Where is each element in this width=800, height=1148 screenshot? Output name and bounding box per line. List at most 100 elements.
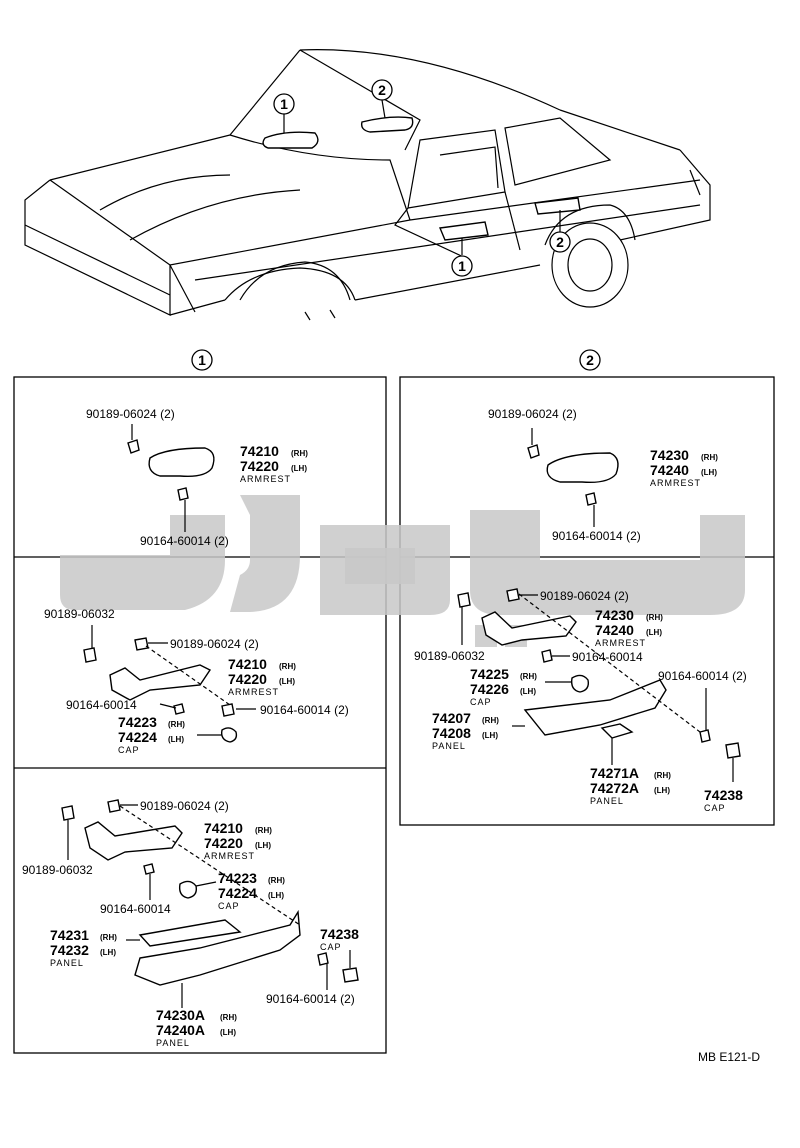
s1a-screw-label: 90164-60014 (2) bbox=[140, 534, 229, 548]
part-label: 90164-60014 bbox=[66, 698, 137, 712]
callout-2-top: 2 bbox=[371, 79, 393, 101]
part-label: (RH) bbox=[482, 716, 499, 725]
part-label: (RH) bbox=[168, 720, 185, 729]
part-label: 74207 bbox=[432, 710, 471, 726]
callout-1-door: 1 bbox=[451, 255, 473, 277]
part-label: (RH) bbox=[701, 453, 718, 462]
part-label: 90189-06024 (2) bbox=[170, 637, 259, 651]
part-label: 74240 bbox=[650, 462, 689, 478]
part-label: 74240A bbox=[156, 1022, 205, 1038]
part-label: 74223 bbox=[118, 714, 157, 730]
part-label: 90189-06024 (2) bbox=[488, 407, 577, 421]
part-label: 90164-60014 (2) bbox=[260, 703, 349, 717]
s2-panel-a: 90189-06024 (2) 74230 (RH) 74240 (LH) AR… bbox=[488, 407, 718, 543]
part-label: 74220 bbox=[204, 835, 243, 851]
part-label: (LH) bbox=[100, 948, 116, 957]
s2-panel-b: 90189-06024 (2) 74230 (RH) 74240 (LH) AR… bbox=[414, 588, 747, 813]
part-label: (LH) bbox=[520, 687, 536, 696]
part-label: (RH) bbox=[220, 1013, 237, 1022]
part-label: 74230 bbox=[650, 447, 689, 463]
part-label: 74210 bbox=[228, 656, 267, 672]
s1a-armrest-lh-no: 74220 bbox=[240, 458, 279, 474]
part-label: 1 bbox=[198, 352, 206, 368]
s1-panel-c: 90189-06024 (2) 74210 (RH) 74220 (LH) AR… bbox=[22, 799, 359, 1048]
part-label: (LH) bbox=[268, 891, 284, 900]
part-label: 2 bbox=[586, 352, 594, 368]
part-label: 90189-06024 (2) bbox=[140, 799, 229, 813]
part-label: (LH) bbox=[701, 468, 717, 477]
s1-panel-b: 90189-06032 90189-06024 (2) 74210 (RH) 7… bbox=[44, 607, 349, 755]
part-label: CAP bbox=[118, 745, 140, 755]
part-label: CAP bbox=[470, 697, 492, 707]
part-label: PANEL bbox=[590, 796, 624, 806]
part-label: 74224 bbox=[118, 729, 157, 745]
part-label: PANEL bbox=[50, 958, 84, 968]
section-1-frame bbox=[13, 376, 387, 1054]
part-label: 90164-60014 (2) bbox=[266, 992, 355, 1006]
part-label: (RH) bbox=[654, 771, 671, 780]
part-label: 74220 bbox=[228, 671, 267, 687]
part-label: (LH) bbox=[279, 677, 295, 686]
part-label: 1 bbox=[280, 96, 288, 112]
part-label: 74272A bbox=[590, 780, 639, 796]
part-label: 74230 bbox=[595, 607, 634, 623]
part-label: 74224 bbox=[218, 885, 257, 901]
part-label: 1 bbox=[458, 258, 466, 274]
part-label: (LH) bbox=[255, 841, 271, 850]
section-1-marker: 1 bbox=[191, 349, 213, 371]
s1a-armrest-rh-no: 74210 bbox=[240, 443, 279, 459]
part-label: 90189-06032 bbox=[44, 607, 115, 621]
part-label: (RH) bbox=[100, 933, 117, 942]
part-label: ARMREST bbox=[650, 478, 701, 488]
callout-1-top: 1 bbox=[273, 93, 295, 115]
part-label: 74223 bbox=[218, 870, 257, 886]
part-label: 90189-06024 (2) bbox=[540, 589, 629, 603]
part-label: ARMREST bbox=[228, 687, 279, 697]
part-label: 74238 bbox=[320, 926, 359, 942]
car-illustration: 1 2 1 2 bbox=[24, 49, 711, 321]
part-label: CAP bbox=[704, 803, 726, 813]
part-label: CAP bbox=[218, 901, 240, 911]
part-label: (LH) bbox=[646, 628, 662, 637]
part-label: PANEL bbox=[156, 1038, 190, 1048]
s1a-clip-label: 90189-06024 (2) bbox=[86, 407, 175, 421]
part-label: 74230A bbox=[156, 1007, 205, 1023]
part-label: (RH) bbox=[520, 672, 537, 681]
part-label: 74238 bbox=[704, 787, 743, 803]
part-label: 74210 bbox=[204, 820, 243, 836]
part-label: (LH) bbox=[168, 735, 184, 744]
part-label: 2 bbox=[378, 82, 386, 98]
part-label: (RH) bbox=[291, 449, 308, 458]
part-label: (LH) bbox=[220, 1028, 236, 1037]
callout-2-door: 2 bbox=[549, 231, 571, 253]
part-label: 2 bbox=[556, 234, 564, 250]
part-label: 74226 bbox=[470, 681, 509, 697]
s1-panel-a: 90189-06024 (2) 74210 (RH) 74220 (LH) AR… bbox=[86, 407, 308, 548]
part-label: ARMREST bbox=[204, 851, 255, 861]
part-label: (RH) bbox=[255, 826, 272, 835]
part-label: 74240 bbox=[595, 622, 634, 638]
section-2-marker: 2 bbox=[579, 349, 601, 371]
part-label: 74271A bbox=[590, 765, 639, 781]
part-label: (RH) bbox=[268, 876, 285, 885]
part-label: 90164-60014 bbox=[572, 650, 643, 664]
part-label: 74232 bbox=[50, 942, 89, 958]
part-label: 74208 bbox=[432, 725, 471, 741]
part-label: 74225 bbox=[470, 666, 509, 682]
part-label: CAP bbox=[320, 942, 342, 952]
part-label: (RH) bbox=[279, 662, 296, 671]
part-label: 90164-60014 (2) bbox=[552, 529, 641, 543]
reference-code: MB E121-D bbox=[698, 1050, 760, 1064]
part-label: ARMREST bbox=[240, 474, 291, 484]
part-label: (LH) bbox=[291, 464, 307, 473]
part-label: 90164-60014 bbox=[100, 902, 171, 916]
part-label: (LH) bbox=[654, 786, 670, 795]
watermark-logo bbox=[60, 495, 745, 647]
part-label: 74231 bbox=[50, 927, 89, 943]
part-label: (LH) bbox=[482, 731, 498, 740]
part-label: (RH) bbox=[646, 613, 663, 622]
part-label: 90189-06032 bbox=[414, 649, 485, 663]
part-label: PANEL bbox=[432, 741, 466, 751]
part-label: 90189-06032 bbox=[22, 863, 93, 877]
